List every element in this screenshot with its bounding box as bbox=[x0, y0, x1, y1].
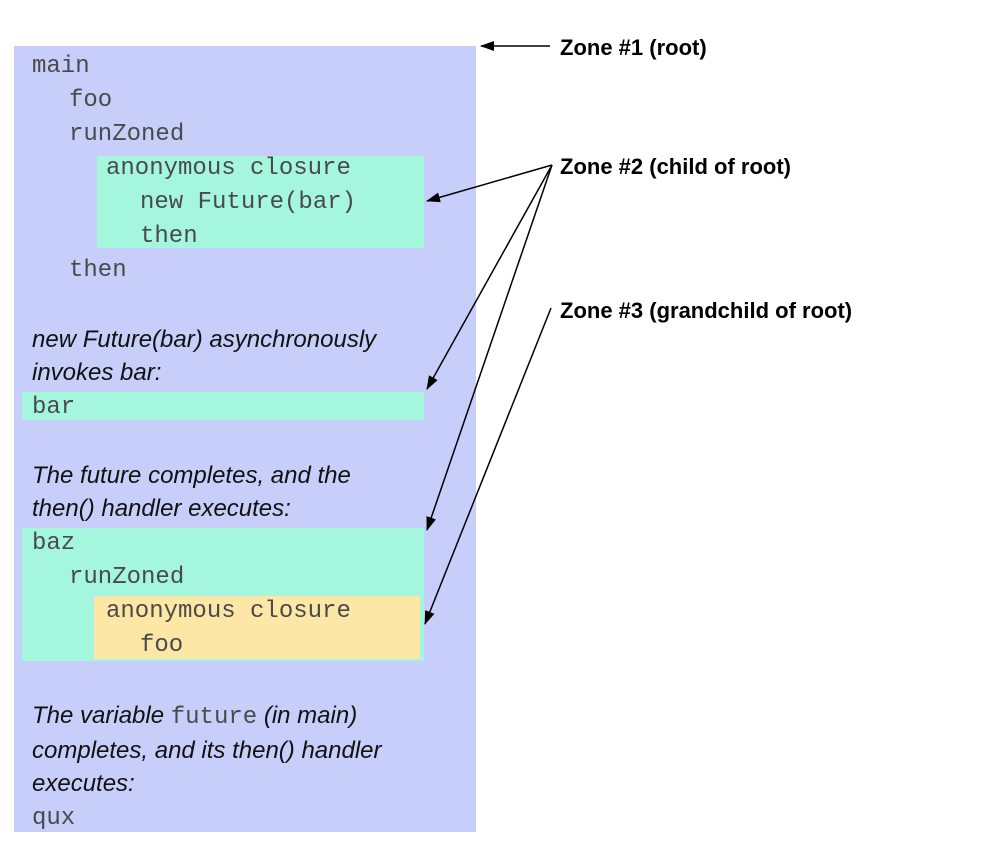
note-1-line-1: new Future(bar) asynchronously bbox=[32, 326, 377, 353]
zone-2-region-closure bbox=[97, 156, 424, 248]
note-3-line-1: The variable future (in main) bbox=[32, 704, 357, 730]
zone-2-arrow-baz bbox=[426, 164, 553, 531]
zone-1-label: Zone #1 (root) bbox=[560, 35, 707, 60]
zone-2-arrow-bar bbox=[426, 164, 553, 390]
note-3-line-3: executes: bbox=[32, 770, 135, 797]
note-2-line-2: then() handler executes: bbox=[32, 495, 291, 522]
note-3-pre: The variable bbox=[32, 702, 171, 729]
code-new-future: new Future(bar) bbox=[140, 189, 357, 216]
note-3-post: (in main) bbox=[257, 702, 358, 729]
code-bar: bar bbox=[32, 394, 76, 421]
note-1-line-2: invokes bar: bbox=[32, 359, 162, 386]
code-run-zoned: runZoned bbox=[69, 121, 185, 148]
code-main: main bbox=[32, 53, 90, 80]
zone-2-arrow-closure bbox=[426, 164, 553, 203]
code-then-outer: then bbox=[69, 257, 127, 284]
zone-3-arrow bbox=[424, 307, 552, 625]
code-anonymous-closure-2: anonymous closure bbox=[106, 598, 351, 625]
zone-3-region bbox=[94, 596, 420, 659]
zone-3-label: Zone #3 (grandchild of root) bbox=[560, 298, 853, 323]
zone-2-region-bar bbox=[22, 392, 424, 420]
code-then-inner: then bbox=[140, 223, 198, 250]
code-foo: foo bbox=[69, 87, 113, 114]
code-foo-2: foo bbox=[140, 632, 184, 659]
code-run-zoned-2: runZoned bbox=[69, 564, 185, 591]
zone-2-label: Zone #2 (child of root) bbox=[560, 154, 791, 179]
note-2-line-1: The future completes, and the bbox=[32, 462, 351, 489]
code-baz: baz bbox=[32, 530, 76, 557]
note-3-code: future bbox=[170, 704, 258, 731]
note-3-line-2: completes, and its then() handler bbox=[32, 737, 382, 764]
code-qux: qux bbox=[32, 805, 76, 832]
code-anonymous-closure: anonymous closure bbox=[106, 155, 351, 182]
